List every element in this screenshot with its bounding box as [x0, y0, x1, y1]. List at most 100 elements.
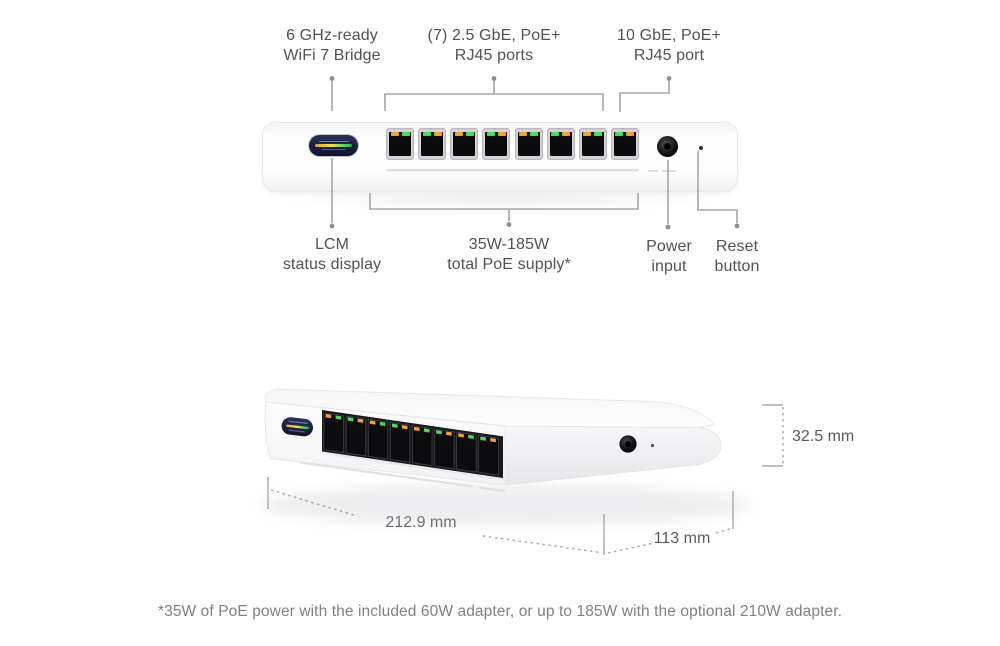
power-input-jack: [657, 136, 678, 157]
dim-height-ticks: [762, 404, 783, 467]
port-led: [626, 131, 635, 136]
port-led: [369, 420, 376, 425]
lcm-gradient-bar: [286, 424, 309, 430]
rj45-port-row-3d: [323, 412, 499, 476]
port-led: [424, 428, 430, 433]
chassis-lip: [325, 452, 504, 481]
port-led: [347, 417, 354, 422]
reset-button-hole: [699, 146, 703, 150]
poe-footnote: *35W of PoE power with the included 60W …: [157, 603, 843, 620]
lcm-status-display-3d: [281, 417, 313, 437]
port-led: [530, 131, 539, 136]
callout-line1: Reset: [715, 238, 759, 255]
power-jack-hole-3d: [625, 441, 631, 447]
rj45-port-3d: [456, 431, 477, 473]
rj45-port: [578, 128, 607, 160]
rj45-port: [546, 128, 575, 160]
port-led: [468, 434, 474, 439]
port-led: [391, 423, 398, 428]
port-led: [490, 437, 496, 443]
callout-wifi7-bridge: 6 GHz-ready WiFi 7 Bridge: [283, 26, 380, 66]
rj45-port: [514, 128, 543, 160]
callout-poe-supply: 35W-185W total PoE supply*: [447, 235, 571, 275]
callout-line2: RJ45 ports: [454, 47, 534, 64]
rj45-port: [610, 128, 639, 160]
dim-depth-dashed: [607, 527, 732, 554]
port-led: [454, 131, 463, 136]
chassis-groove-3d: [299, 461, 506, 493]
port-led: [422, 131, 431, 136]
rj45-port-3d: [367, 418, 389, 460]
rj45-port-3d: [323, 412, 344, 454]
port-led: [465, 131, 474, 136]
callout-line1: Power: [646, 238, 692, 255]
lcm-microtext: [321, 148, 346, 151]
callout-line2: WiFi 7 Bridge: [283, 47, 381, 64]
port-led: [551, 131, 560, 136]
callout-line-reset: [697, 151, 738, 223]
port-led: [615, 131, 624, 136]
port-led: [486, 131, 495, 136]
port-led: [458, 433, 464, 438]
power-jack-hole: [664, 143, 671, 150]
dimension-height-label: 32.5 mm: [792, 428, 855, 445]
lcm-microtext: [288, 420, 308, 425]
device-shadow: [260, 484, 750, 526]
device-top-face: [264, 388, 715, 429]
callout-lcm-display: LCM status display: [283, 235, 381, 275]
port-led: [519, 131, 528, 136]
dim-width-dashed: [270, 489, 602, 554]
lcm-microtext: [318, 140, 349, 143]
callout-line2: RJ45 port: [633, 47, 705, 64]
rj45-port-row: [386, 128, 639, 160]
callout-bracket-10gbe: [619, 81, 670, 112]
switch-perspective-view: [260, 388, 750, 526]
rj45-port: [418, 128, 447, 160]
lcm-status-display: [309, 135, 358, 156]
callout-10gbe-port: 10 GbE, PoE+ RJ45 port: [617, 26, 721, 66]
dimension-lines: [267, 404, 784, 555]
regulatory-mark: [648, 170, 658, 172]
callout-bracket-poe: [369, 193, 639, 221]
port-led: [497, 131, 506, 136]
port-led: [446, 431, 452, 436]
callout-line2: input: [651, 258, 687, 275]
port-led: [562, 131, 571, 136]
port-led: [433, 131, 442, 136]
port-led: [325, 413, 332, 419]
callout-connectors: [331, 81, 738, 224]
callout-line1: (7) 2.5 GbE, PoE+: [427, 27, 561, 44]
port-led: [379, 421, 386, 427]
regulatory-mark: [662, 170, 676, 172]
callout-line2: status display: [282, 256, 382, 273]
port-led: [594, 131, 603, 136]
chassis-groove: [386, 169, 639, 172]
device-side-face: [504, 425, 722, 486]
rj45-port-3d: [434, 428, 455, 470]
port-led: [436, 430, 442, 435]
rj45-port: [386, 128, 414, 160]
lcm-gradient-bar: [315, 144, 352, 147]
callout-line1: 10 GbE, PoE+: [617, 27, 721, 44]
port-led: [401, 131, 410, 136]
callout-reset-button: Reset button: [714, 237, 759, 277]
switch-front-view: [262, 122, 738, 192]
lcm-microtext: [288, 429, 305, 433]
device-reflection: [272, 194, 728, 210]
callout-bracket-25gbe: [384, 81, 604, 111]
port-led: [390, 131, 399, 136]
rj45-port: [482, 128, 511, 160]
dimension-depth-label: 113 mm: [653, 530, 711, 547]
rj45-port-3d: [478, 434, 499, 476]
port-led: [583, 131, 592, 136]
callout-line1: 35W-185W: [468, 236, 550, 253]
port-led: [401, 425, 408, 430]
port-led: [335, 415, 342, 420]
callout-25gbe-ports: (7) 2.5 GbE, PoE+ RJ45 ports: [428, 26, 561, 66]
rj45-port-3d: [412, 425, 433, 466]
callout-power-input: Power input: [646, 237, 692, 277]
callout-dots: [329, 76, 740, 230]
rj45-port-3d: [389, 422, 411, 463]
